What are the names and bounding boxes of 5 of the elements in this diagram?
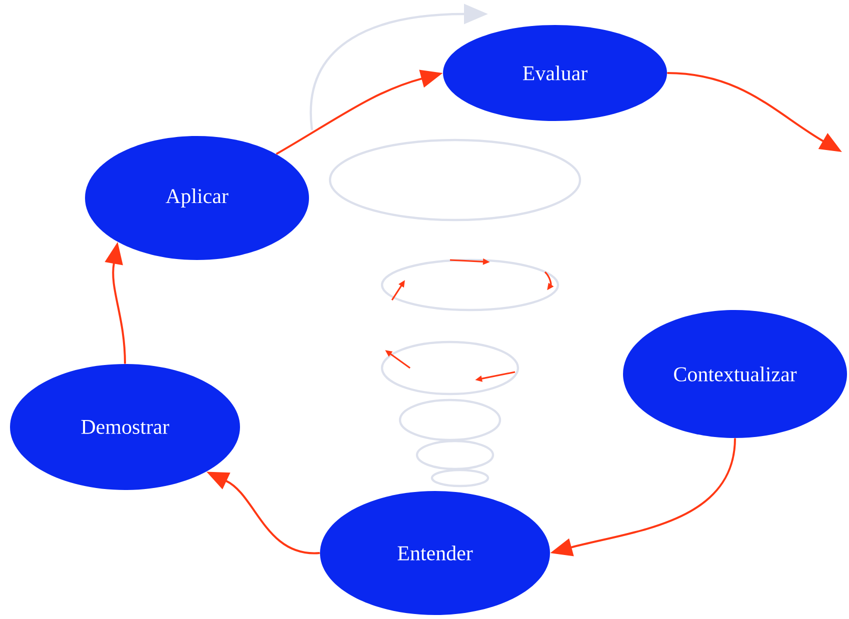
ellipse-node: Demostrar — [10, 364, 240, 490]
ellipse-node: Aplicar — [85, 136, 309, 260]
ellipse-node: Entender — [320, 491, 550, 615]
ellipse-node: Evaluar — [443, 25, 667, 121]
ellipse-node: Contextualizar — [623, 310, 847, 438]
